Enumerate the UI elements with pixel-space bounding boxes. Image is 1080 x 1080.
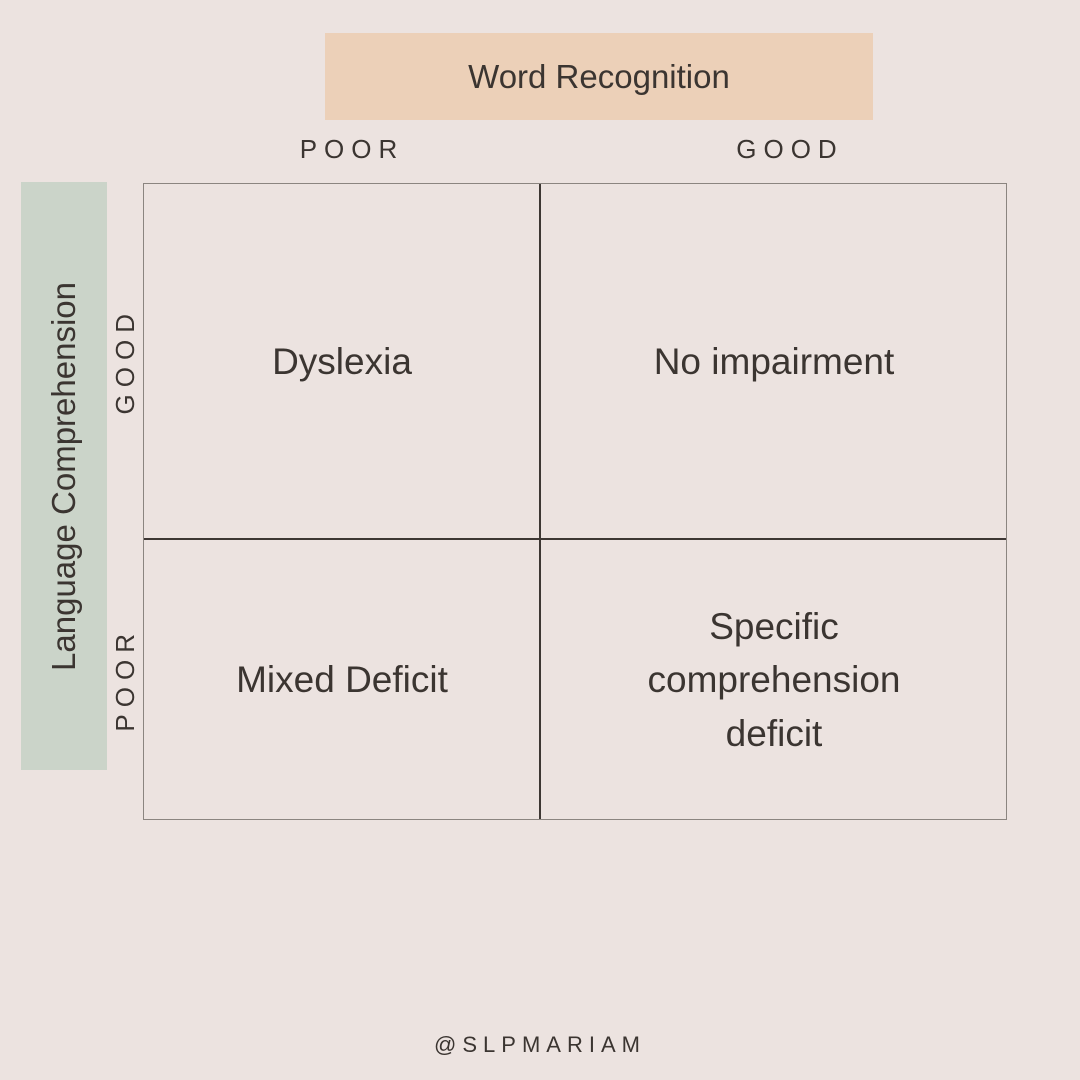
author-handle: @SLPMARIAM [434, 1032, 646, 1057]
top-axis-poor-label: POOR [299, 134, 405, 164]
left-axis-good-label-wrap: GOOD [104, 183, 146, 538]
left-axis-poor-label-wrap: POOR [104, 538, 146, 820]
top-axis-good-label: GOOD [736, 134, 844, 164]
grid-vertical-divider [539, 184, 541, 819]
word-recognition-title: Word Recognition [468, 57, 730, 95]
quadrant-mixed-deficit-label: Mixed Deficit [236, 659, 448, 701]
quadrant-dyslexia-label: Dyslexia [272, 340, 412, 382]
quadrant-grid: Dyslexia No impairment Mixed Deficit Spe… [143, 183, 1007, 820]
quadrant-specific-comprehension-deficit-label: Specific comprehension deficit [647, 605, 901, 754]
quadrant-specific-comprehension-deficit: Specific comprehension deficit [540, 539, 1008, 821]
word-recognition-header-box: Word Recognition [325, 33, 873, 120]
quadrant-dyslexia: Dyslexia [144, 184, 540, 539]
grid-horizontal-divider [144, 538, 1006, 540]
quadrant-no-impairment: No impairment [540, 184, 1008, 539]
language-comprehension-title: Language Comprehension [45, 281, 82, 671]
quadrant-mixed-deficit: Mixed Deficit [144, 539, 540, 821]
left-axis-poor-label: POOR [109, 626, 140, 732]
language-comprehension-sidebar: Language Comprehension [21, 182, 107, 770]
left-axis-good-label: GOOD [109, 306, 140, 415]
quadrant-no-impairment-label: No impairment [653, 340, 895, 382]
